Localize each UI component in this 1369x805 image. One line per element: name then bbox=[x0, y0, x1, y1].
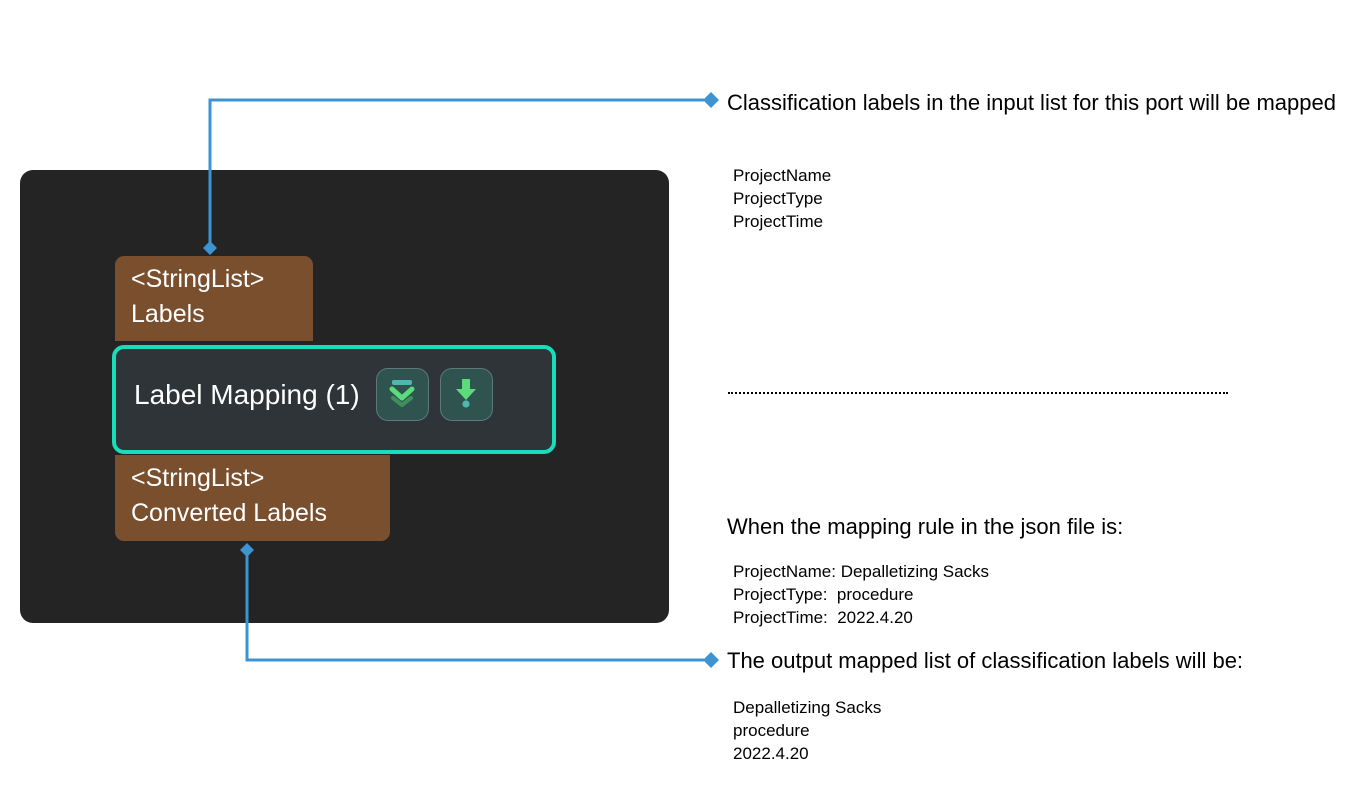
label-mapping-node[interactable]: Label Mapping (1) bbox=[112, 345, 556, 454]
output-callout-list: Depalletizing Sacks procedure 2022.4.20 bbox=[733, 698, 882, 763]
input-callout-list: ProjectName ProjectType ProjectTime bbox=[733, 166, 832, 231]
import-download-arrow-button[interactable] bbox=[439, 368, 493, 421]
collapse-double-chevron-down-icon bbox=[385, 375, 419, 414]
output-port-type: <StringList> bbox=[131, 464, 265, 492]
collapse-double-chevron-down-button[interactable] bbox=[375, 368, 429, 421]
output-callout-heading: The output mapped list of classification… bbox=[727, 648, 1244, 673]
input-port-type: <StringList> bbox=[131, 265, 265, 293]
input-port-name: Labels bbox=[131, 300, 205, 328]
node-title: Label Mapping (1) bbox=[134, 378, 360, 410]
node-output-port-converted-labels[interactable]: <StringList> Converted Labels bbox=[115, 455, 390, 541]
section-divider bbox=[728, 392, 1228, 394]
node-input-port-labels[interactable]: <StringList> Labels bbox=[115, 256, 313, 341]
input-callout-heading: Classification labels in the input list … bbox=[727, 90, 1336, 115]
import-download-arrow-icon bbox=[449, 375, 483, 414]
output-port-name: Converted Labels bbox=[131, 499, 327, 527]
mapping-rule-heading: When the mapping rule in the json file i… bbox=[727, 514, 1124, 539]
mapping-rule-list: ProjectName: Depalletizing Sacks Project… bbox=[733, 562, 990, 627]
